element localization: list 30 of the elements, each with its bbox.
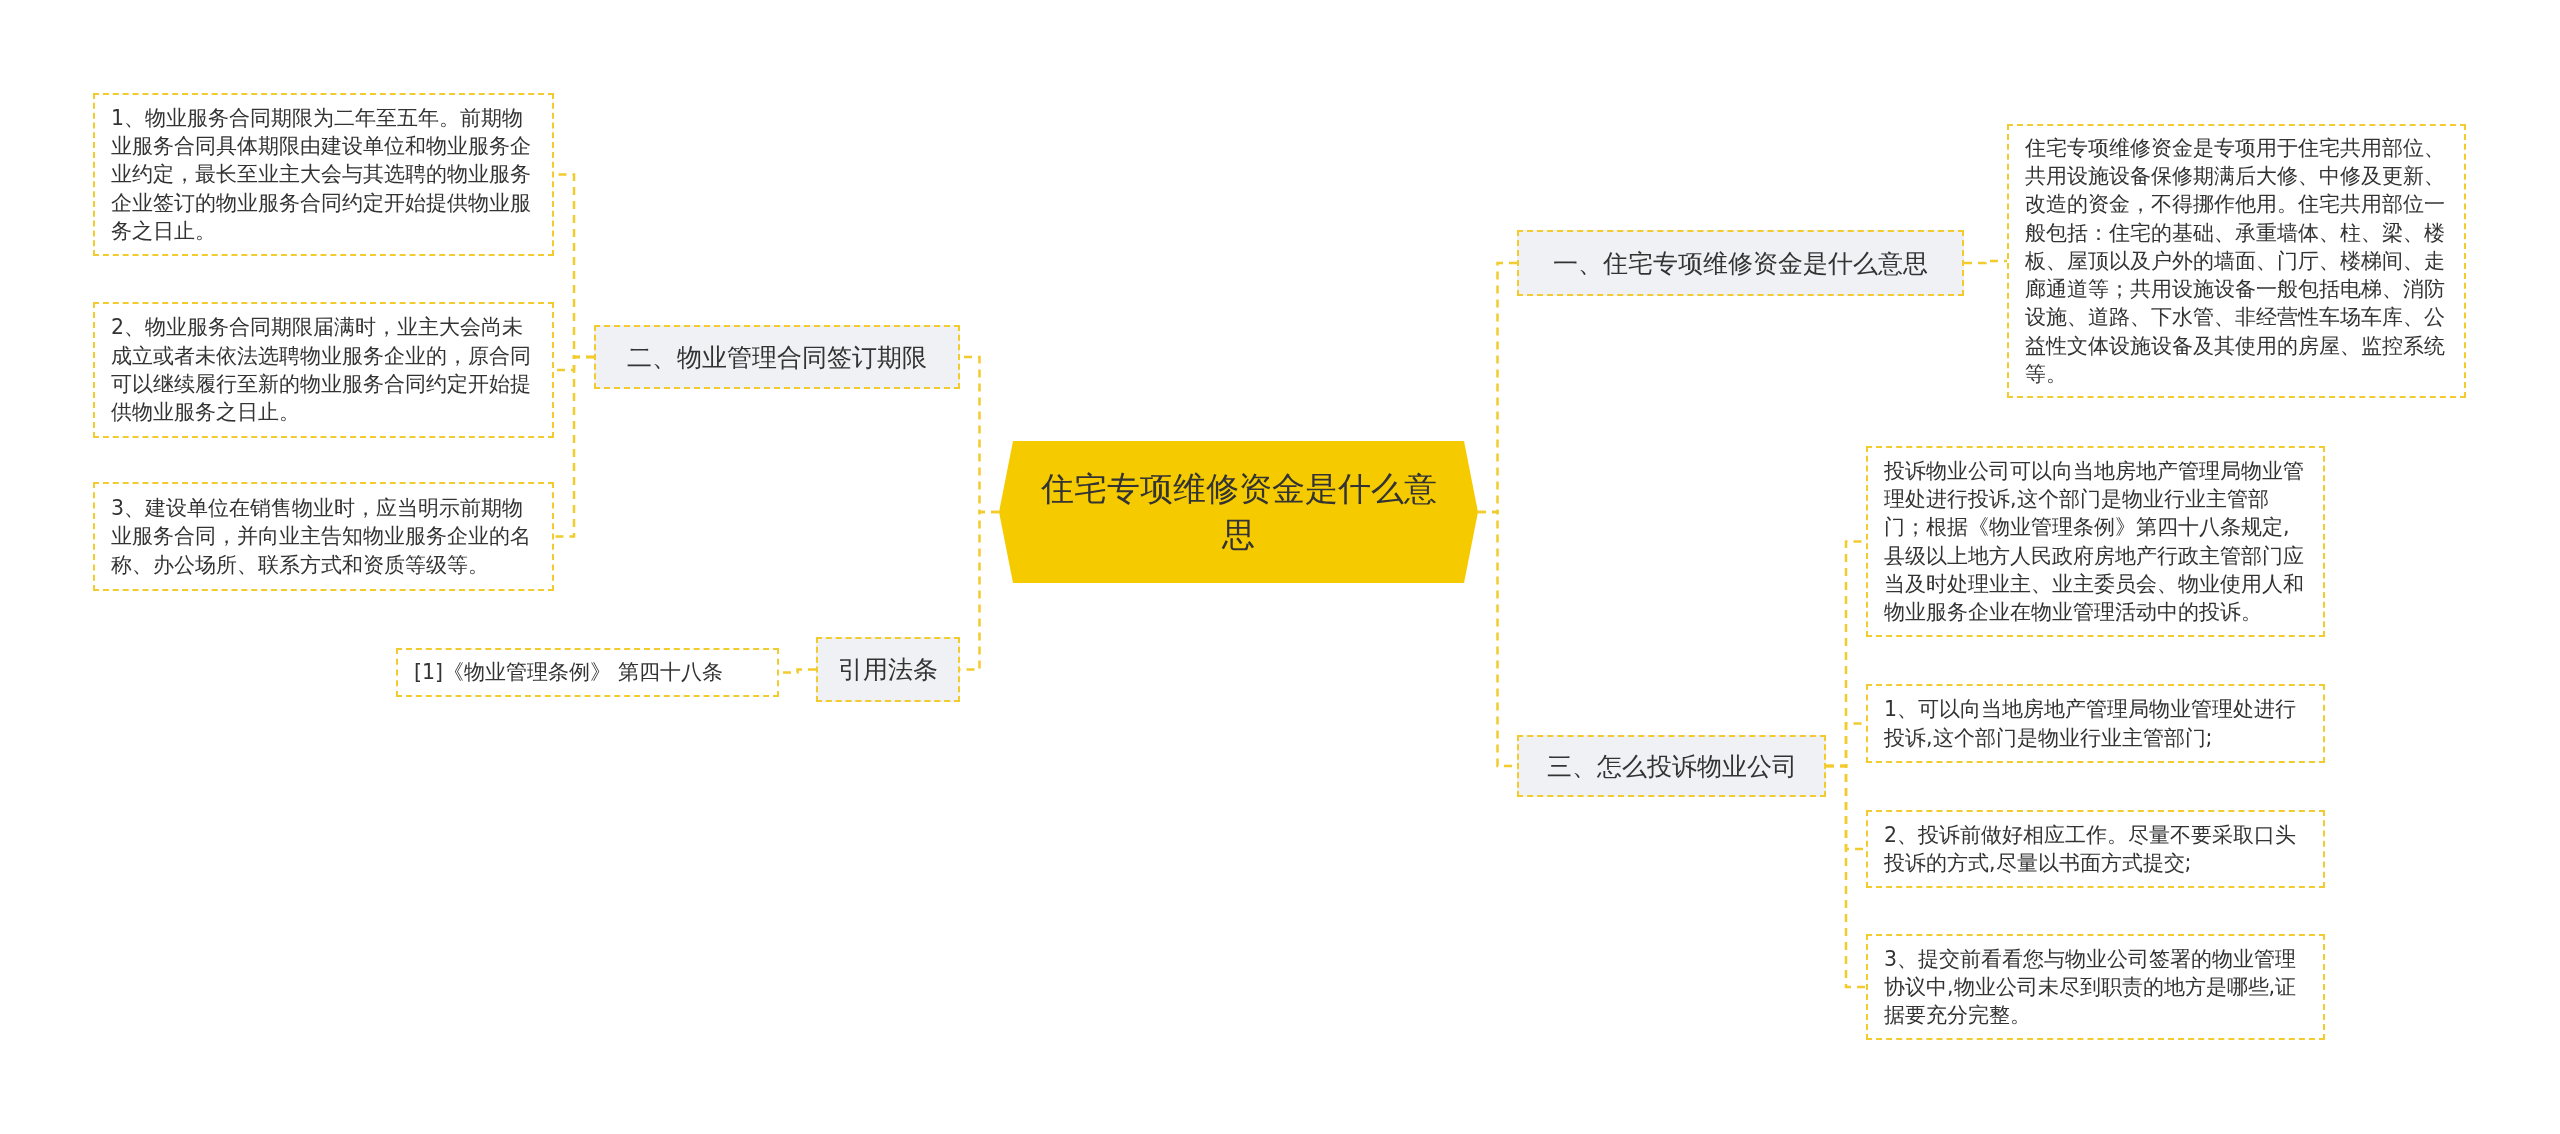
note-text: 1、物业服务合同期限为二年至五年。前期物业服务合同具体期限由建设单位和物业服务企业约定，最长至业主大会与其选聘的物业服务企业签订的物业服务合同约定开始提供物业服务之日止。 <box>111 104 532 245</box>
topic-label: 二、物业管理合同签订期限 <box>627 341 927 374</box>
note-text: 2、物业服务合同期限届满时，业主大会尚未成立或者未依法选聘物业服务企业的，原合同可以继续履行至新的物业服务合同约定开始提供物业服务之日止。 <box>111 314 532 427</box>
topic-box <box>1517 735 1826 797</box>
connector-line <box>1826 764 1866 989</box>
topic-label: 引用法条 <box>838 654 938 686</box>
note-box <box>1866 810 2325 888</box>
note-box <box>1866 446 2325 637</box>
topic-label: 住宅专项维修资金是什么意思 <box>1039 467 1438 556</box>
note-text: 1、可以向当地房地产管理局物业管理处进行投诉,这个部门是物业行业主管部门; <box>1884 696 2298 752</box>
note-text: 投诉物业公司可以向当地房地产管理局物业管理处进行投诉,这个部门是物业行业主管部门；根据《物业管理条例》第四十八条规定,县级以上地方人民政府房地产行政主管部门应当及时处理业主、业主委员会、物业使用人和物业服务企业在物业管理活动中的投诉。 <box>1884 457 2305 627</box>
topic-box <box>816 637 960 702</box>
note-text: 2、投诉前做好相应工作。尽量不要采取口头投诉的方式,尽量以书面方式提交; <box>1884 821 2298 877</box>
connector-line <box>554 355 594 538</box>
note-text: 住宅专项维修资金是专项用于住宅共用部位、共用设施设备保修期满后大修、中修及更新、改造的资金，不得挪作他用。住宅共用部位一般包括：住宅的基础、承重墙体、柱、梁、楼板、屋顶以及户外的墙面、门厅、楼梯间、走廊通道等；共用设施设备一般包括电梯、消防设施、道路、下水管、非经营性车场车库、公益性文体设施设备及其使用的房屋、监控系统等。 <box>2025 134 2446 388</box>
connector-line <box>1964 259 2007 265</box>
note-box <box>93 302 554 438</box>
note-box <box>1866 684 2325 763</box>
central-topic <box>999 441 1478 583</box>
note-box <box>93 93 554 256</box>
note-text: 3、提交前看看您与物业公司签署的物业管理协议中,物业公司未尽到职责的地方是哪些,证据要充分完整。 <box>1884 945 2298 1030</box>
topic-box <box>1517 230 1964 296</box>
note-text: 3、建设单位在销售物业时，应当明示前期物业服务合同，并向业主告知物业服务企业的名称、办公场所、联系方式和资质等级等。 <box>111 495 532 579</box>
note-box <box>1866 934 2325 1040</box>
topic-box <box>594 325 960 389</box>
topic-label: 一、住宅专项维修资金是什么意思 <box>1553 247 1928 280</box>
note-box <box>93 482 554 591</box>
topic-label: 三、怎么投诉物业公司 <box>1546 750 1797 783</box>
note-box <box>396 648 779 697</box>
note-text: [1]《物业管理条例》 第四十八条 <box>414 659 723 687</box>
